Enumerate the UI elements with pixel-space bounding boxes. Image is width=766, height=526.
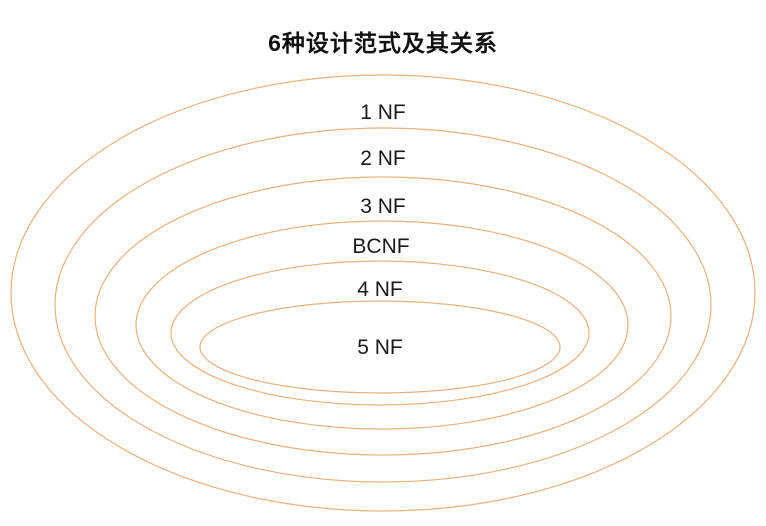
label-1nf: 1 NF	[360, 101, 406, 124]
page-title: 6种设计范式及其关系	[268, 30, 498, 56]
ellipse-3nf	[94, 176, 672, 456]
label-2nf: 2 NF	[360, 147, 406, 170]
ellipse-2nf	[54, 127, 712, 483]
label-3nf: 3 NF	[360, 195, 406, 218]
label-5nf: 5 NF	[357, 336, 403, 359]
label-bcnf: BCNF	[352, 235, 410, 258]
ellipse-4nf	[170, 260, 590, 406]
ellipse-1nf	[10, 74, 756, 512]
label-4nf: 4 NF	[357, 278, 403, 301]
ellipse-5nf	[199, 300, 561, 394]
ellipse-bcnf	[135, 220, 629, 430]
